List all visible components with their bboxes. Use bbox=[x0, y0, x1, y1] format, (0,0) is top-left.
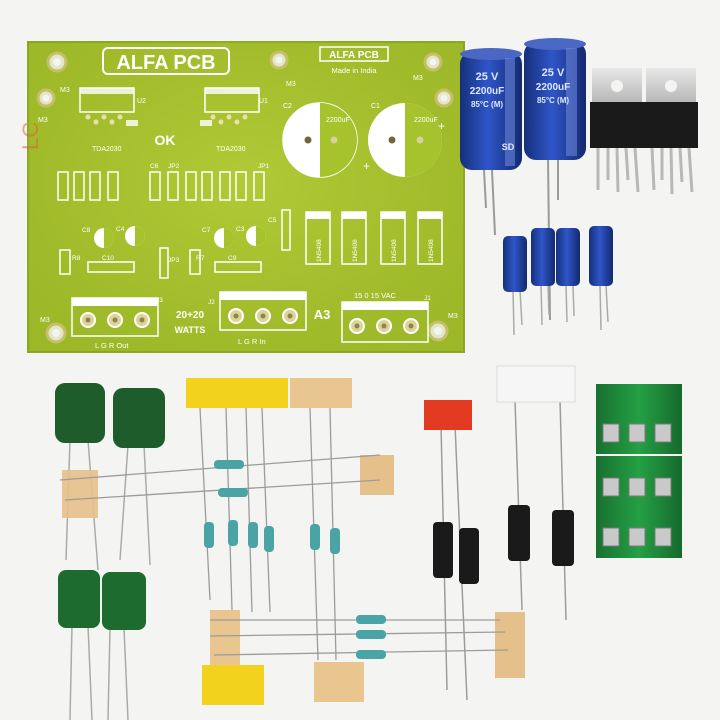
resistor-footprints bbox=[57, 171, 291, 279]
supply-label: 15 0 15 VAC bbox=[354, 291, 397, 300]
cap-ref-c8: C8 bbox=[82, 227, 91, 234]
cap-large-right-temp: 85°C (M) bbox=[537, 96, 569, 105]
hole-label: M3 bbox=[38, 117, 48, 124]
small-cap-footprints bbox=[94, 226, 266, 248]
resistor-ref-r8: R8 bbox=[72, 255, 81, 262]
cap-ref-c9: C9 bbox=[228, 255, 237, 262]
brand-small: ALFA PCB bbox=[329, 50, 379, 61]
cap-large-right-value: 2200uF bbox=[536, 82, 570, 93]
terminal-ref-j1: J1 bbox=[424, 295, 431, 302]
cap-large-left-temp: 85°C (M) bbox=[471, 100, 503, 109]
diode-footprints bbox=[305, 211, 443, 265]
brand-logo: ALFA PCB bbox=[116, 52, 215, 74]
small-electrolytic-capacitors bbox=[503, 226, 613, 336]
resistors bbox=[59, 407, 509, 661]
jumper-ref-jp2: JP2 bbox=[168, 163, 180, 170]
cap-large-right-voltage: 25 V bbox=[542, 67, 565, 79]
screw-terminal-blocks bbox=[596, 384, 682, 558]
resistor-ref-r7: R7 bbox=[196, 255, 205, 262]
pcb-board: M3 M3 M3 M3 M3 M3 ALFA PCB ALFA PCB Made… bbox=[18, 41, 465, 353]
power-rating: 20+20 bbox=[176, 310, 205, 321]
made-in-label: Made in India bbox=[331, 66, 377, 75]
terminal-ref-j2: J2 bbox=[208, 299, 215, 306]
rectifier-diodes bbox=[424, 365, 576, 701]
cap-ref-c4: C4 bbox=[116, 226, 125, 233]
tda2030-ic-right bbox=[644, 68, 698, 195]
board-code: A3 bbox=[314, 307, 331, 322]
ic-label-right: TDA2030 bbox=[216, 146, 246, 153]
cap-ref-c10: C10 bbox=[102, 255, 114, 262]
brand-logo-frame bbox=[102, 47, 230, 75]
terminal-footprint-j3 bbox=[71, 297, 159, 337]
ic-ref-u2: U2 bbox=[137, 98, 146, 105]
cap-ref-c3: C3 bbox=[236, 226, 245, 233]
cap-series-mark: SD bbox=[502, 142, 515, 152]
resistor-bodies bbox=[204, 460, 386, 659]
cap-ref-c7: C7 bbox=[202, 227, 211, 234]
cap-footprint-c2: + bbox=[282, 102, 370, 178]
diode-label-1: 1N5408 bbox=[316, 239, 323, 262]
diode-label-2: 1N5408 bbox=[352, 239, 359, 262]
electrolytic-capacitor-large-left bbox=[460, 48, 522, 236]
hole-label: M3 bbox=[413, 75, 423, 82]
jumper-ref-jp1: JP1 bbox=[258, 163, 270, 170]
cap-large-left-value: 2200uF bbox=[470, 86, 504, 97]
output-label: L G R Out bbox=[95, 341, 129, 350]
terminal-ref-j3: J3 bbox=[156, 297, 163, 304]
cap-value-c2: 2200uF bbox=[326, 117, 350, 124]
svg-text:+: + bbox=[363, 159, 370, 173]
cap-large-left-voltage: 25 V bbox=[476, 71, 499, 83]
electrolytic-capacitor-large-right bbox=[524, 38, 586, 321]
hole-label: M3 bbox=[40, 317, 50, 324]
ic-ref-u1: U1 bbox=[259, 98, 268, 105]
ic-footprint-left bbox=[79, 87, 138, 126]
svg-text:+: + bbox=[438, 119, 445, 133]
cap-ref-c1: C1 bbox=[371, 103, 380, 110]
input-label: L G R In bbox=[238, 337, 266, 346]
red-stamp-mark: LC bbox=[18, 122, 43, 150]
hole-label: M3 bbox=[60, 87, 70, 94]
cap-ref-c6: C6 bbox=[150, 163, 159, 170]
mounting-holes bbox=[36, 50, 454, 344]
diode-label-3: 1N5408 bbox=[391, 239, 398, 262]
cap-value-c1: 2200uF bbox=[414, 117, 438, 124]
ic-label-left: TDA2030 bbox=[92, 146, 122, 153]
terminal-footprint-j1 bbox=[341, 301, 429, 343]
cap-ref-c5: C5 bbox=[268, 217, 277, 224]
ok-mark: OK bbox=[155, 132, 176, 148]
diode-label-4: 1N5408 bbox=[428, 239, 435, 262]
jumper-ref-jp3: JP3 bbox=[168, 257, 180, 264]
cap-ref-c2: C2 bbox=[283, 103, 292, 110]
ic-footprint-right bbox=[200, 87, 260, 126]
cap-footprint-c1: + bbox=[368, 103, 445, 177]
tda2030-ic-left bbox=[590, 68, 644, 193]
power-unit: WATTS bbox=[175, 325, 206, 335]
terminal-footprint-j2 bbox=[219, 291, 307, 331]
hole-label: M3 bbox=[286, 81, 296, 88]
film-capacitors bbox=[55, 383, 165, 720]
hole-label: M3 bbox=[448, 313, 458, 320]
brand-small-frame bbox=[319, 46, 389, 62]
